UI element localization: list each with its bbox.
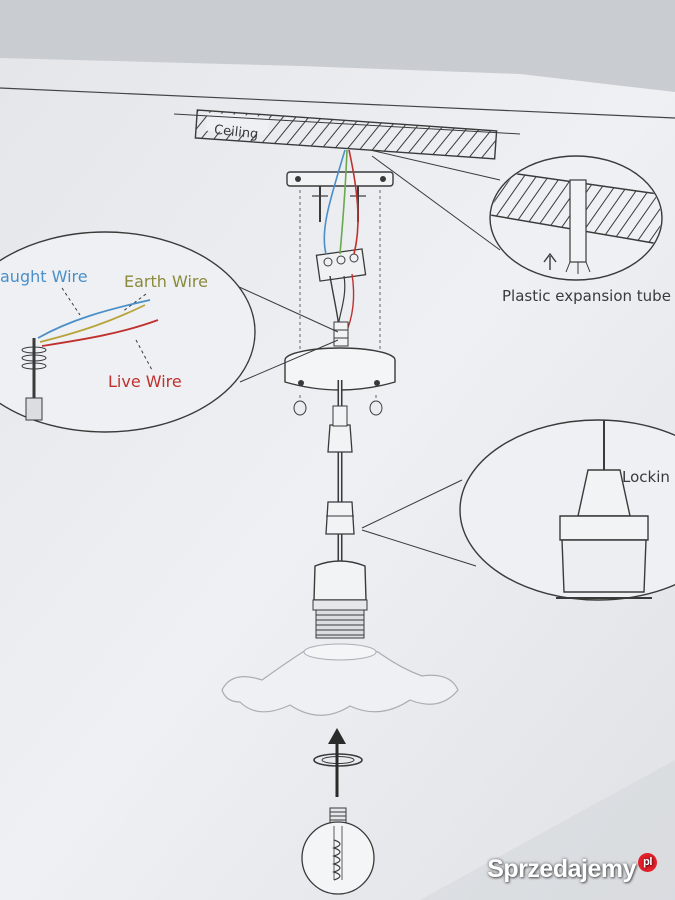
ceiling-label: Ceiling — [213, 123, 259, 143]
wire-blue-upper — [323, 149, 346, 255]
canopy-connector — [333, 321, 349, 347]
watermark-suffix-badge: pl — [638, 853, 657, 872]
live-wire-label: Live Wire — [108, 372, 182, 391]
detail-wire-earth — [39, 304, 146, 343]
earth-wire-label: Earth Wire — [124, 272, 208, 291]
cord-grip — [327, 405, 353, 453]
wire-detail-callout — [0, 231, 339, 433]
ceiling-bar: Ceiling — [173, 109, 521, 160]
expansion-tube-callout — [369, 149, 663, 281]
paper-fold — [420, 760, 675, 900]
canopy — [284, 347, 396, 391]
locking-label: Lockin — [622, 468, 670, 486]
terminal-block — [315, 248, 367, 282]
glass-shade — [221, 643, 459, 716]
expansion-tube-label: Plastic expansion tube — [502, 287, 671, 305]
wire-green-upper — [339, 149, 348, 255]
lamp-holder — [312, 560, 368, 639]
light-bulb — [301, 807, 375, 895]
taught-wire-label: aught Wire — [0, 267, 88, 286]
watermark-text: Sprzedajemy — [487, 855, 636, 883]
watermark-suffix: pl — [643, 856, 652, 868]
detail-wire-live — [41, 319, 159, 347]
locking-callout — [361, 419, 675, 601]
detail-connector — [21, 338, 47, 421]
up-arrow — [328, 728, 346, 797]
watermark: Sprzedajemy pl — [487, 853, 657, 884]
canopy-screws — [293, 400, 383, 416]
detail-wire-blue — [37, 299, 151, 339]
wire-red-upper — [348, 149, 359, 255]
paper-top-rule — [0, 87, 675, 119]
locking-nut — [325, 501, 355, 535]
